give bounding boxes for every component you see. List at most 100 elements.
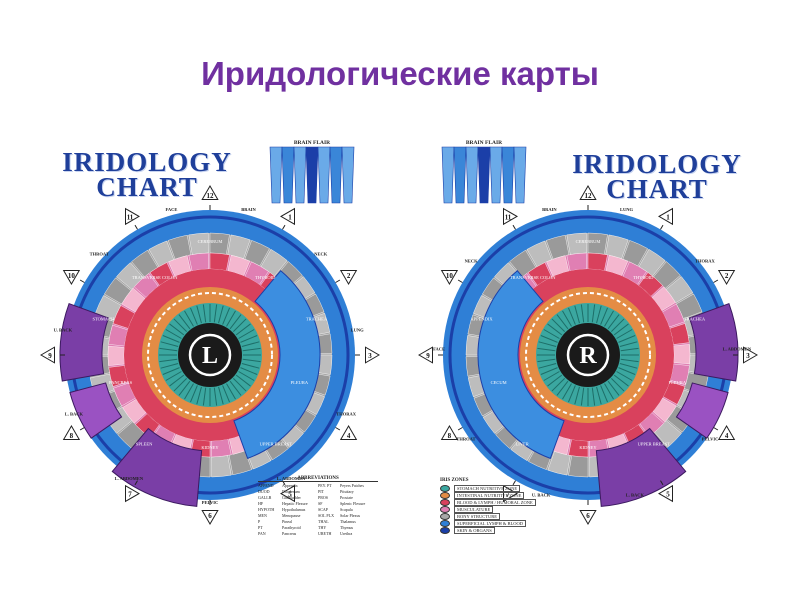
right_chart-pupil-ring	[566, 333, 610, 377]
right_chart-stomach-line	[538, 363, 557, 369]
right_chart-stomach-line	[604, 310, 614, 327]
abbreviation-cell: URETH	[318, 531, 332, 536]
left_chart-outer-label: L. ABDOMEN	[115, 476, 144, 481]
left_chart-organ-label: CEREBRUM	[198, 239, 223, 244]
abbreviations-heading: ABBREVIATIONS	[258, 476, 378, 482]
left_chart-zone-tick	[134, 224, 138, 230]
right_chart-zone-number: 12	[585, 192, 593, 200]
left_chart-muscle-segment	[188, 252, 209, 272]
right_chart-zone-marker	[657, 207, 673, 226]
right_chart-stomach-line	[547, 323, 563, 336]
right_chart-brain-flair-segment	[453, 146, 467, 204]
left_chart-zone-tick	[134, 480, 138, 486]
abbreviation-cell: Splenic Flexure	[340, 501, 366, 506]
right_chart-zone-number: 2	[725, 272, 729, 280]
left_chart-stomach-line	[240, 367, 258, 375]
right_chart-stomach-line	[620, 358, 639, 363]
abbreviation-cell: Thalamus	[340, 519, 356, 524]
right_chart-zone-tick	[457, 427, 463, 431]
left_chart-organ-label: TRACHEA	[306, 316, 328, 321]
abbreviation-cell: Pineal	[282, 519, 292, 524]
left_chart-zone-tick	[335, 279, 341, 283]
right_chart-stomach-line	[600, 307, 608, 325]
left_chart-eye-letter: L	[202, 343, 218, 369]
right_chart-zone-number: 5	[666, 491, 670, 499]
left_chart-stomach-line	[242, 347, 261, 352]
iris-zone-swatch	[440, 513, 450, 520]
right_chart-stomach-line	[547, 374, 563, 387]
abbreviation-cell: SF	[318, 501, 323, 506]
iris-zones-heading: IRIS ZONES	[440, 478, 469, 483]
right-chart-title-line1: IRIDOLOGY	[572, 149, 742, 179]
right_chart-zone-number: 7	[506, 491, 510, 499]
right_chart-zone-number: 1	[666, 213, 670, 221]
right_chart-stomach-line	[540, 367, 558, 375]
right_chart-stomach-line	[600, 385, 608, 403]
right_chart-stomach-line	[537, 358, 556, 363]
right-chart-title-line2: CHART	[606, 174, 708, 204]
left_chart-outer-label: FACE	[165, 207, 177, 212]
abbreviation-cell: Duodenum	[282, 489, 300, 494]
right_chart-stomach-line	[574, 305, 580, 324]
left_chart-zone-marker	[280, 484, 295, 503]
iris-zone-swatch	[440, 527, 450, 534]
right_chart-zone-tick	[457, 279, 463, 283]
left_chart-outer-label: BRAIN	[241, 207, 256, 212]
left_chart-outer-label: THROAT	[90, 251, 109, 256]
abbreviation-cell: SCAP	[318, 507, 329, 512]
left_chart-zone-marker	[39, 346, 55, 364]
left_chart-stomach-line	[226, 310, 236, 327]
right_chart-stomach-line	[540, 335, 558, 343]
right_chart-zone-number: 11	[505, 213, 512, 221]
right_chart-brain-flair-segment	[489, 146, 503, 204]
right_chart-brain-flair-segment	[465, 146, 479, 204]
iris-zone-label: BLOOD & LYMPH / HUMORAL ZONE	[454, 499, 536, 506]
left_chart-stomach-line	[160, 341, 179, 347]
right_chart-outer-label: THROAT	[456, 436, 475, 441]
left_chart-stomach-line	[240, 335, 258, 343]
slide-title: Иридологические карты	[201, 55, 599, 92]
right_chart-brain-flair-segment	[501, 146, 515, 204]
left_chart-stomach-line	[162, 335, 180, 343]
abbreviation-cell: Thymus	[340, 525, 354, 530]
right_chart-outer-label: U. BACK	[532, 492, 551, 497]
left_chart-organ-label: PLEURA	[291, 380, 309, 385]
right_chart-stomach-line	[591, 387, 596, 406]
left_chart-zone-marker	[62, 424, 81, 440]
right_chart-stomach-line	[574, 386, 580, 405]
left_chart-stomach-line	[202, 387, 207, 406]
left_chart-brain-flair-segment	[317, 146, 331, 204]
left_chart-stomach-line	[169, 374, 185, 387]
abbreviation-cell: PIT	[318, 489, 324, 494]
right_chart-zone-number: 8	[448, 432, 452, 440]
right_chart-outer-label: BRAIN	[542, 207, 557, 212]
abbreviation-cell: APPEND	[258, 483, 274, 488]
abbreviation-cell: Hypothalamus	[282, 507, 306, 512]
left_chart-stomach-line	[238, 329, 255, 339]
right_chart-stomach-line	[619, 363, 638, 369]
abbreviation-cell: Parathyroid	[282, 525, 301, 530]
right_chart-zone-tick	[660, 480, 664, 486]
right_chart-stomach-line	[618, 335, 636, 343]
left_chart-stomach-line	[218, 386, 224, 405]
left_chart-brain-flair-label: BRAIN FLAIR	[294, 140, 331, 146]
left_chart-organ-label: STOMACH	[93, 316, 116, 321]
left_chart-stomach-line	[160, 363, 179, 369]
iris-zone-swatch	[440, 499, 450, 506]
left_chart-thyroid-block	[59, 303, 110, 382]
right_chart-muscle-segment	[566, 252, 587, 272]
left_chart-stomach-line	[235, 323, 251, 336]
left_chart-organ-label: PANCREAS	[109, 380, 133, 385]
right_chart-zone-tick	[713, 279, 719, 283]
right-chart-title: IRIDOLOGY CHART	[572, 149, 742, 204]
right_chart-muscle-segment	[587, 252, 608, 271]
left_chart-zone-marker	[365, 346, 381, 364]
